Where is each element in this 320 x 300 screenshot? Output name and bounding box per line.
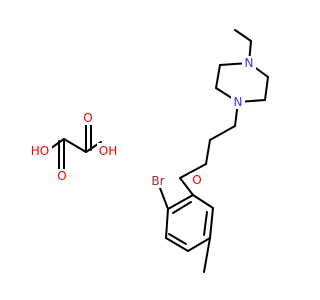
bond-benzene-6-inner	[172, 201, 192, 214]
bond-bromo	[159, 187, 169, 210]
bond-benzene-5	[165, 208, 169, 239]
bond-ring-c-c	[264, 76, 269, 101]
bond-benzene-1	[192, 194, 214, 209]
oxalic-acid	[46, 118, 102, 174]
bond-c1-c2	[63, 138, 87, 153]
atom-ether-o: O	[192, 173, 201, 187]
bond-o-aryl	[179, 177, 194, 196]
molecule-canvas: N N O Br HO OH O O	[30, 29, 269, 273]
bond-ch2-o	[179, 163, 207, 179]
atom-br: Br	[151, 174, 164, 188]
bond-benzene-4-inner	[168, 233, 187, 245]
bond-methyl	[203, 237, 211, 273]
bond-ring-c-c2	[215, 64, 221, 89]
atom-n2: N	[234, 95, 243, 109]
bond-benzene-2-inner	[203, 211, 208, 236]
bond-benzene-3	[187, 237, 211, 252]
bond-benzene-2	[209, 207, 214, 239]
bond-benzene-4	[165, 237, 189, 252]
atom-o-bottom: O	[57, 169, 66, 183]
bond-ch2-ch2	[209, 125, 236, 141]
bond-benzene-6	[167, 194, 194, 210]
atom-o-top: O	[83, 111, 92, 125]
atom-labels: N N O Br HO OH O O	[30, 56, 256, 188]
atom-oh-right: OH	[99, 144, 117, 158]
structure-diagram: N N O Br HO OH O O	[30, 29, 269, 273]
bond-ch2-ch2b	[205, 139, 211, 165]
atom-n1: N	[245, 56, 254, 70]
atom-ho-left: HO	[31, 144, 49, 158]
bond-ethyl-ch3-ch2	[234, 29, 252, 42]
